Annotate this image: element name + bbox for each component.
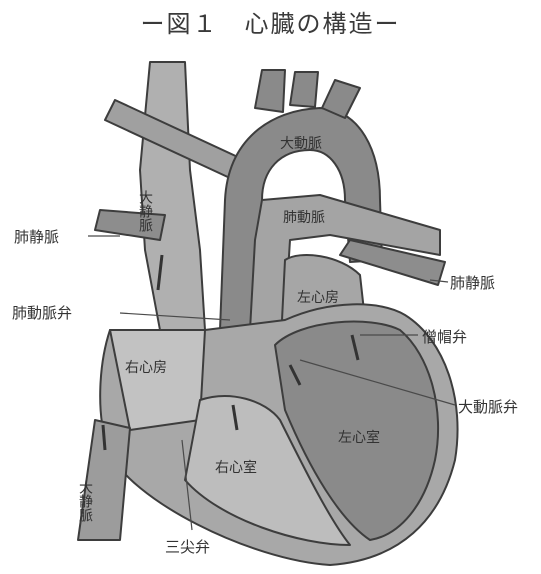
label-aortic-valve: 大動脈弁 xyxy=(458,398,518,416)
aorta-branch-1-shape xyxy=(255,70,285,112)
label-pulmonary-valve: 肺動脈弁 xyxy=(12,304,72,322)
label-pulmonary-vein-left: 肺静脈 xyxy=(14,228,59,246)
label-right-atrium: 右心房 xyxy=(125,360,167,376)
label-pulmonary-artery: 肺動脈 xyxy=(283,210,325,226)
label-inferior-vena-cava: 大静脈 xyxy=(77,480,93,523)
label-aorta: 大動脈 xyxy=(280,136,322,152)
flow-arrow-ivc xyxy=(103,425,105,450)
label-mitral-valve: 僧帽弁 xyxy=(422,328,467,346)
label-pulmonary-vein-right: 肺静脈 xyxy=(450,274,495,292)
label-left-atrium: 左心房 xyxy=(297,290,339,306)
label-left-ventricle: 左心室 xyxy=(338,429,380,446)
label-right-ventricle: 右心室 xyxy=(215,459,257,476)
label-superior-vena-cava: 大静脈 xyxy=(137,190,153,233)
label-tricuspid-valve: 三尖弁 xyxy=(165,538,210,556)
aorta-branch-2-shape xyxy=(290,72,318,107)
